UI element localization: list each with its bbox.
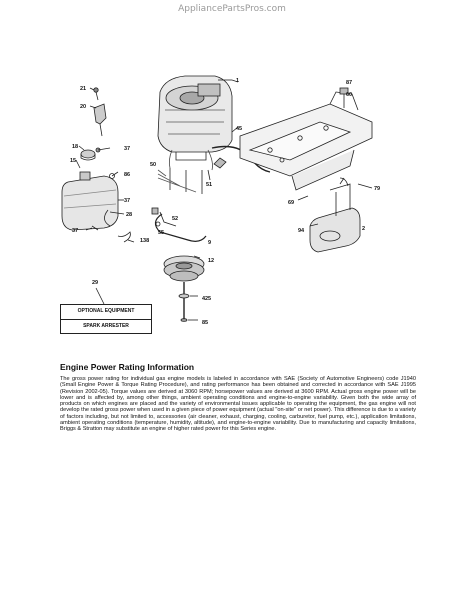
optional-equipment-box: OPTIONAL EQUIPMENT SPARK ARRESTER xyxy=(60,304,152,334)
callout-18: 18 xyxy=(72,144,78,150)
spark-arrester-label: SPARK ARRESTER xyxy=(61,319,151,334)
callout-12: 12 xyxy=(208,258,214,264)
callout-52: 52 xyxy=(172,216,178,222)
callout-29: 29 xyxy=(92,280,98,286)
callout-55: 55 xyxy=(158,230,164,236)
watermark: AppliancePartsPros.com xyxy=(178,4,286,14)
callout-37-a: 37 xyxy=(124,146,130,152)
callout-86: 86 xyxy=(124,172,130,178)
callout-51: 51 xyxy=(206,182,212,188)
callout-45: 45 xyxy=(236,126,242,132)
callout-21: 21 xyxy=(80,86,86,92)
callout-28: 28 xyxy=(126,212,132,218)
section-body: The gross power rating for individual ga… xyxy=(60,376,416,433)
callout-37-c: 37 xyxy=(72,228,78,234)
callout-2: 2 xyxy=(362,226,365,232)
callout-1: 1 xyxy=(236,78,239,84)
parts-diagram: 1 2 5 9 12 15 18 20 21 138 28 29 37 37 3… xyxy=(61,75,380,326)
callout-87: 87 xyxy=(346,80,352,86)
callout-69: 69 xyxy=(288,200,294,206)
callout-138: 138 xyxy=(140,238,149,244)
callout-20: 20 xyxy=(80,104,86,110)
pulley-illustration xyxy=(163,255,205,282)
muffler-illustration xyxy=(309,177,361,253)
callout-79: 79 xyxy=(374,186,380,192)
frame-plate-illustration xyxy=(239,91,373,191)
callout-15: 15 xyxy=(70,158,76,164)
fuel-tank-illustration xyxy=(61,171,119,231)
optional-equipment-label: OPTIONAL EQUIPMENT xyxy=(77,308,135,314)
callout-50: 50 xyxy=(150,162,156,168)
callout-37-b: 37 xyxy=(124,198,130,204)
callout-60: 60 xyxy=(346,92,352,98)
callout-42: 42 xyxy=(202,296,208,302)
callout-85: 85 xyxy=(202,320,208,326)
callout-5: 5 xyxy=(208,296,211,302)
callout-9: 9 xyxy=(208,240,211,246)
engine-illustration xyxy=(157,75,233,171)
section-heading: Engine Power Rating Information xyxy=(60,362,195,372)
callout-94: 94 xyxy=(298,228,305,234)
